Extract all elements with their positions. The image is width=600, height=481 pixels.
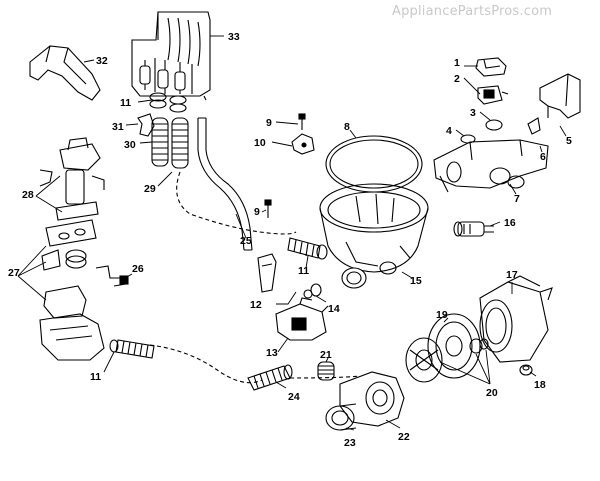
part-30-corrugated-hose (151, 117, 169, 167)
part-31-clip (137, 113, 155, 137)
callout-10: 10 (254, 137, 266, 149)
callout-4: 4 (446, 125, 452, 137)
part-3-o-ring (485, 119, 503, 131)
part-4-o-ring (460, 134, 476, 144)
callout-12: 12 (250, 299, 262, 311)
callout-6: 6 (540, 151, 546, 163)
callout-17: 17 (506, 269, 518, 281)
part-23-outlet (325, 403, 357, 431)
part-11-hose-coupler (287, 237, 328, 260)
callout-9-upper: 9 (266, 117, 272, 129)
callout-1: 1 (454, 57, 460, 69)
callout-7: 7 (514, 193, 520, 205)
callout-16: 16 (504, 217, 516, 229)
part-18-grommet (519, 364, 533, 376)
callout-5: 5 (566, 135, 572, 147)
part-29-corrugated-hose (171, 117, 189, 169)
callout-labels: 33 32 11 31 30 29 25 9 10 8 9 11 12 13 1… (8, 31, 572, 449)
callout-14: 14 (328, 303, 340, 315)
callout-11-bottom: 11 (90, 371, 101, 383)
watermark: AppliancePartsPros.com (392, 4, 553, 19)
part-12-clip (257, 253, 277, 293)
callout-13: 13 (266, 347, 278, 359)
callout-25: 25 (240, 235, 252, 247)
part-7-valve-assembly (433, 139, 549, 193)
part-17-motor (479, 275, 553, 363)
part-15-sump (319, 183, 429, 289)
callout-9-lower: 9 (254, 206, 260, 218)
callout-11-top: 11 (120, 97, 131, 109)
part-22-pump-housing (339, 371, 405, 427)
callout-29: 29 (144, 183, 156, 195)
callout-20: 20 (486, 387, 498, 399)
callout-18: 18 (534, 379, 546, 391)
part-2-valve (477, 85, 509, 105)
part-32-cover (29, 45, 101, 101)
hose-routing-dashed-bottom (289, 375, 361, 379)
callout-3: 3 (470, 107, 476, 119)
callout-32: 32 (96, 55, 108, 67)
part-6-clip (527, 117, 541, 135)
callout-21: 21 (320, 349, 332, 361)
part-24-corrugated-hose (247, 364, 293, 391)
callout-22: 22 (398, 431, 410, 443)
callout-27: 27 (8, 267, 20, 279)
part-5-cover (539, 73, 581, 119)
part-25-drain-hose (197, 117, 253, 251)
callout-26: 26 (132, 263, 144, 275)
part-9-screw-lower (264, 199, 272, 218)
part-9-screw-upper (298, 113, 306, 130)
callout-24: 24 (288, 391, 300, 403)
callout-15: 15 (410, 275, 422, 287)
callout-33: 33 (228, 31, 240, 43)
part-16-element (453, 221, 494, 237)
part-1-cap (475, 57, 507, 77)
part-14-clamp (303, 283, 322, 299)
callout-11-middle: 11 (298, 265, 309, 277)
callout-8: 8 (344, 121, 350, 133)
part-13-heater-pump (275, 297, 329, 341)
callout-28: 28 (22, 189, 34, 201)
hose-routing-dashed (176, 171, 297, 235)
hose-routing-dashed-lower (149, 344, 263, 384)
part-33-softener-module (131, 11, 211, 101)
part-28-aquastop-assembly (39, 137, 105, 221)
callout-2: 2 (454, 73, 460, 85)
callout-19: 19 (436, 309, 448, 321)
part-26-wire-harness (95, 265, 129, 287)
part-11-lower-coupling (109, 339, 155, 359)
part-11-o-rings (149, 92, 187, 113)
callout-23: 23 (344, 437, 356, 449)
part-27-valve-kit (39, 219, 105, 361)
part-10-bracket (291, 133, 315, 155)
leader-lines (17, 35, 567, 431)
callout-31: 31 (112, 121, 124, 133)
callout-30: 30 (124, 139, 136, 151)
part-20-impeller-seal-kit (405, 337, 489, 383)
